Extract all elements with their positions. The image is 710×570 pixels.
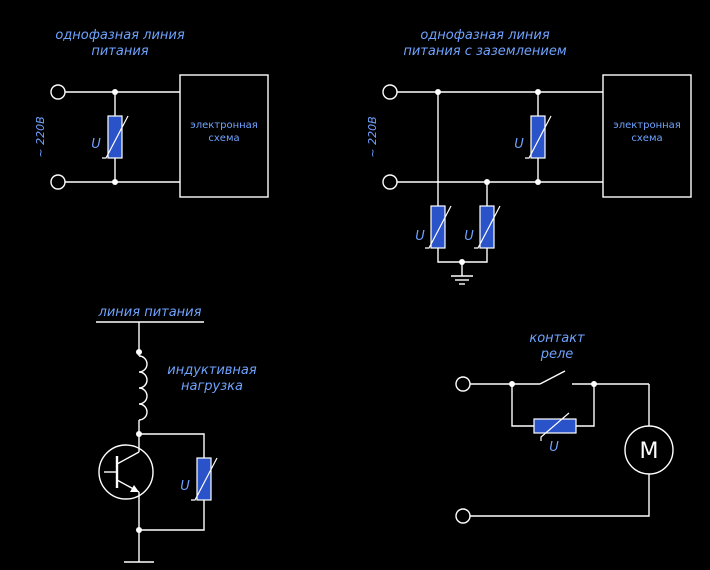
inductor-coil: [138, 352, 148, 434]
terminal-top: [455, 376, 471, 392]
junction-dot: [535, 179, 541, 185]
junction-dot: [535, 89, 541, 95]
varistor: U: [415, 205, 452, 249]
box-label-line-1: электронная: [613, 120, 681, 131]
caption-line-1: однофазная линия: [55, 28, 185, 43]
varistor-label: U: [514, 137, 524, 152]
varistor: U: [514, 115, 552, 159]
terminal-bottom: [455, 508, 471, 524]
caption-line-2: питания с заземлением: [403, 44, 567, 59]
diagram-single-phase: однофазная линия питания ~ 220В U электр…: [34, 28, 269, 198]
junction-dot: [112, 179, 118, 185]
motor: M: [624, 425, 674, 475]
caption-power-line: линия питания: [98, 305, 202, 320]
box-label-line-2: схема: [208, 133, 239, 144]
terminal-top: [50, 84, 66, 100]
varistor-label: U: [415, 229, 425, 244]
motor-label: M: [640, 439, 659, 464]
varistor-label: U: [549, 440, 559, 455]
diagram-relay-contact: контакт реле U M: [455, 331, 674, 524]
wire: [576, 384, 595, 427]
electronic-circuit-box: [602, 74, 692, 198]
box-label-line-2: схема: [631, 133, 662, 144]
wire: [139, 433, 205, 458]
relay-contact-switch: [539, 370, 566, 385]
varistor-label: U: [180, 479, 190, 494]
junction-dot: [112, 89, 118, 95]
box-label-line-1: электронная: [190, 120, 258, 131]
voltage-label: ~ 220В: [34, 116, 47, 157]
caption-load-line-2: нагрузка: [181, 379, 243, 394]
transistor: [98, 434, 154, 530]
junction-dot: [484, 179, 490, 185]
varistor: U: [180, 457, 218, 501]
varistor: U: [533, 412, 577, 455]
caption-line-2: реле: [540, 347, 574, 362]
caption-line-1: контакт: [529, 331, 585, 346]
caption-line-1: однофазная линия: [420, 28, 550, 43]
diagram-single-phase-grounded: однофазная линия питания с заземлением ~…: [366, 28, 692, 285]
terminal-bottom: [50, 174, 66, 190]
electronic-circuit-box: [179, 74, 269, 198]
terminal-bottom: [382, 174, 398, 190]
caption-load-line-1: индуктивная: [167, 363, 257, 378]
wire: [470, 474, 650, 517]
wire: [511, 384, 534, 427]
varistor-label: U: [91, 137, 101, 152]
varistor-label: U: [464, 229, 474, 244]
junction-dot: [435, 89, 441, 95]
voltage-label: ~ 220В: [366, 116, 379, 157]
ground-symbol: [451, 262, 473, 285]
diagram-inductive-load: линия питания индуктивная нагрузка U: [96, 305, 257, 563]
terminal-top: [382, 84, 398, 100]
caption-line-2: питания: [91, 44, 148, 59]
varistor: U: [91, 115, 129, 159]
wire: [139, 500, 205, 531]
varistor: U: [464, 205, 501, 249]
